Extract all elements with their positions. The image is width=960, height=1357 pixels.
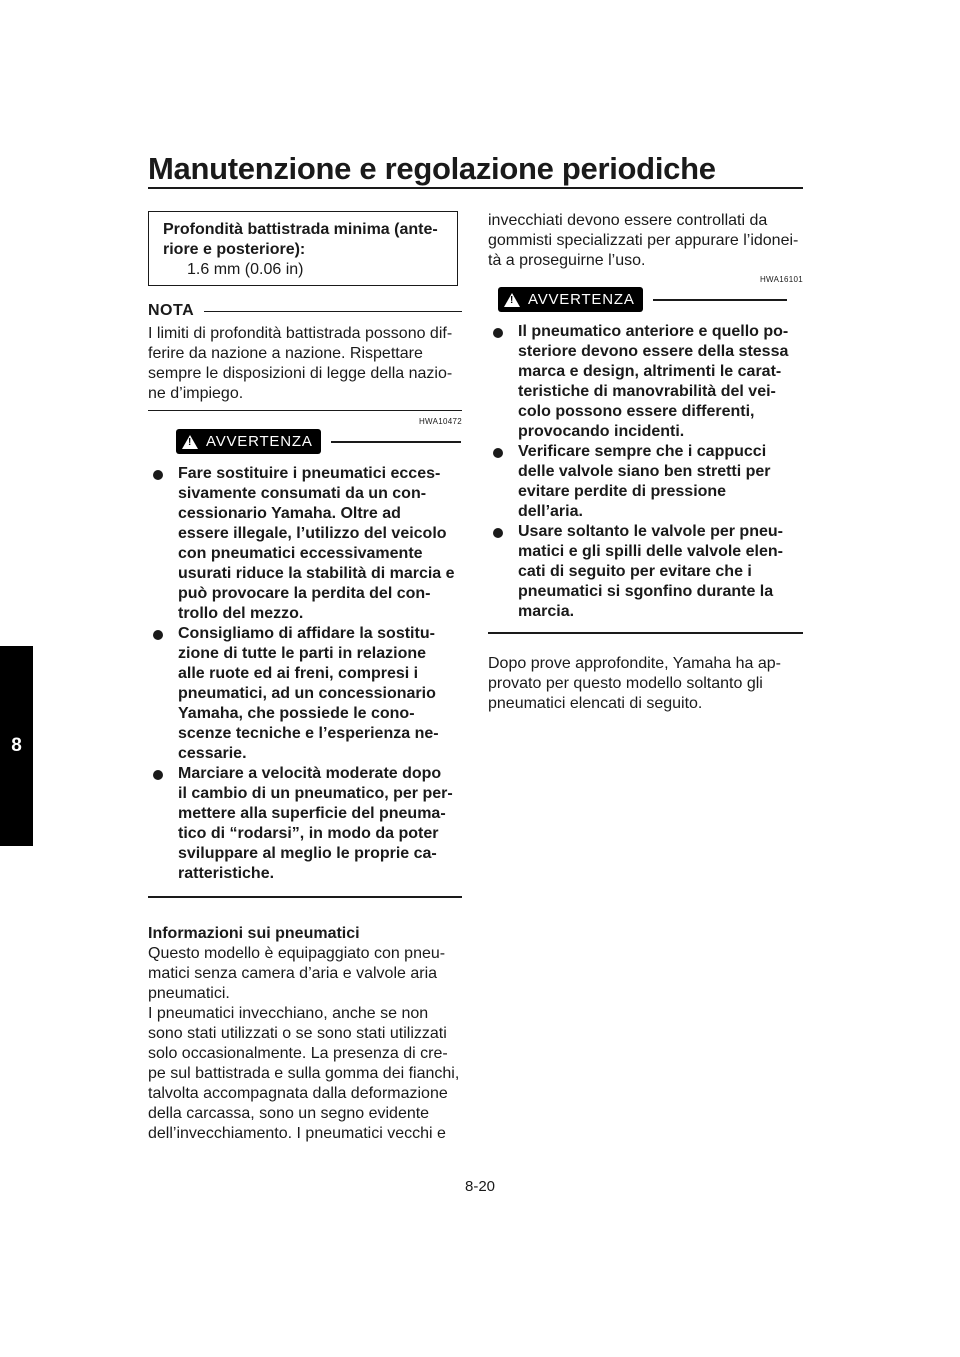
bullet-icon	[153, 770, 163, 780]
bullet-icon	[153, 470, 163, 480]
warning1-end-rule	[148, 896, 462, 898]
text-line: gommisti specializzati per appurare l’id…	[488, 232, 799, 249]
text-line: sono stati utilizzati o se sono stati ut…	[148, 1025, 447, 1042]
text-line: talvolta accompagnata dalla deformazione	[148, 1085, 448, 1102]
section-heading: Informazioni sui pneumatici	[148, 925, 360, 942]
warning1-list: Fare sostituire i pneumatici ecces-sivam…	[148, 464, 462, 884]
spec-box: Profondità battistrada minima (ante- rio…	[148, 211, 458, 286]
spec-label: riore e posteriore):	[163, 241, 306, 258]
text-line: tà a proseguirne l’uso.	[488, 252, 646, 269]
warning-rule	[652, 298, 787, 301]
bullet-icon	[493, 528, 503, 538]
warning-badge: ! AVVERTENZA	[498, 287, 643, 312]
warning-label: AVVERTENZA	[528, 291, 635, 308]
text-line: Dopo prove approfondite, Yamaha ha ap-	[488, 655, 781, 672]
text-line: pneumatici.	[148, 985, 230, 1002]
warning2-list: Il pneumatico anteriore e quello po-ster…	[488, 322, 803, 622]
text-line: provato per questo modello soltanto gli	[488, 675, 763, 692]
warning-triangle-icon: !	[504, 292, 520, 307]
spec-label: Profondità battistrada minima (ante-	[163, 221, 438, 238]
nota-text: I limiti di profondità battistrada posso…	[148, 324, 462, 404]
right-intro-text: invecchiati devono essere controllati da…	[488, 211, 803, 271]
text-line: ferire da nazione a nazione. Rispettare	[148, 345, 423, 362]
text-line: matici senza camera d’aria e valvole ari…	[148, 965, 438, 982]
warning-heading: ! AVVERTENZA	[498, 287, 787, 312]
list-item: Fare sostituire i pneumatici ecces-sivam…	[148, 464, 462, 624]
warning-heading: ! AVVERTENZA	[176, 429, 461, 454]
text-line: dell’invecchiamento. I pneumatici vecchi…	[148, 1125, 446, 1142]
text-line: invecchiati devono essere controllati da	[488, 212, 768, 229]
text-line: sempre le disposizioni di legge della na…	[148, 365, 453, 382]
warning-triangle-icon: !	[182, 434, 198, 449]
page-number: 8-20	[464, 1178, 496, 1195]
warning-rule	[330, 440, 461, 443]
text-line: Questo modello è equipaggiato con pneu-	[148, 945, 446, 962]
bullet-icon	[493, 328, 503, 338]
warning-code: HWA10472	[418, 417, 462, 426]
bullet-icon	[493, 448, 503, 458]
bullet-icon	[153, 630, 163, 640]
list-item: Consigliamo di affidare la sostitu-zione…	[148, 624, 462, 764]
text-line: ne d’impiego.	[148, 385, 244, 402]
warning-code: HWA16101	[759, 275, 803, 284]
chapter-tab: 8	[0, 646, 33, 846]
text-line: solo occasionalmente. La presenza di cre…	[148, 1045, 448, 1062]
nota-rule	[204, 310, 463, 312]
right-outro-text: Dopo prove approfondite, Yamaha ha ap- p…	[488, 654, 803, 714]
text-line: pe sul battistrada e sulla gomma dei fia…	[148, 1065, 460, 1082]
nota-end-rule	[148, 410, 462, 411]
title-rule	[148, 187, 803, 189]
warning-label: AVVERTENZA	[206, 433, 313, 450]
warning-badge: ! AVVERTENZA	[176, 429, 321, 454]
tire-info-text: Questo modello è equipaggiato con pneu- …	[148, 944, 462, 1144]
list-item: Usare soltanto le valvole per pneu-matic…	[488, 522, 803, 622]
text-line: I pneumatici invecchiano, anche se non	[148, 1005, 429, 1022]
text-line: della carcassa, sono un segno evidente	[148, 1105, 430, 1122]
nota-heading: NOTA	[148, 302, 463, 320]
text-line: pneumatici elencati di seguito.	[488, 695, 703, 712]
list-item: Il pneumatico anteriore e quello po-ster…	[488, 322, 803, 442]
warning2-end-rule	[488, 632, 803, 634]
nota-label: NOTA	[148, 302, 195, 319]
spec-value: 1.6 mm (0.06 in)	[187, 261, 304, 278]
page-title: Manutenzione e regolazione periodiche	[148, 151, 716, 186]
text-line: I limiti di profondità battistrada posso…	[148, 325, 453, 342]
